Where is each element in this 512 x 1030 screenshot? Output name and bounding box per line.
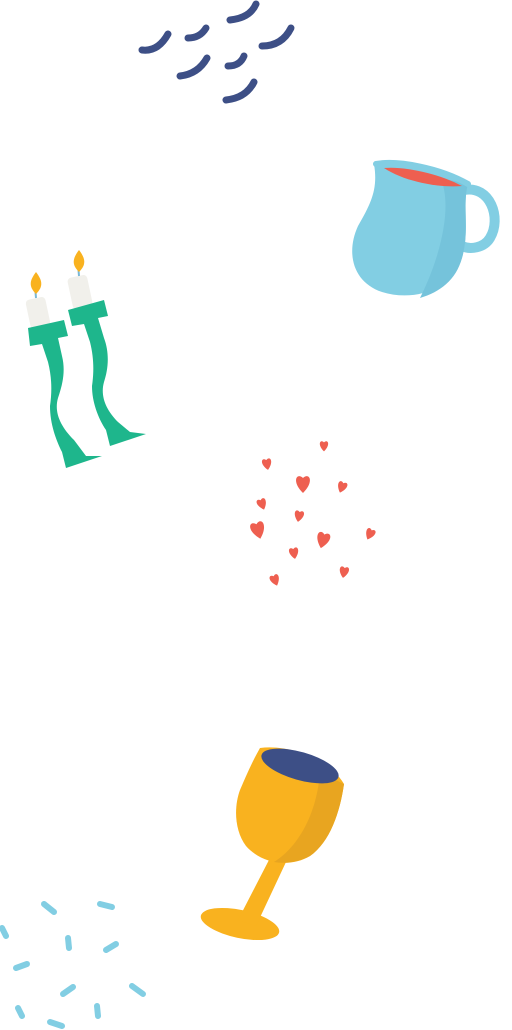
candlestick-left — [25, 272, 102, 468]
confetti-piece — [224, 52, 248, 70]
heart — [269, 574, 279, 586]
confetti-piece — [138, 30, 172, 54]
sprinkle — [13, 961, 30, 971]
confetti-piece — [258, 24, 295, 50]
heart — [366, 528, 376, 540]
pitcher-icon — [352, 160, 500, 298]
heart — [339, 566, 350, 578]
heart — [288, 547, 299, 559]
sprinkle — [47, 1019, 65, 1029]
confetti-piece — [184, 24, 210, 42]
heart — [256, 498, 266, 510]
confetti-piece — [226, 0, 260, 24]
sprinkle — [60, 984, 76, 997]
sprinkle — [103, 941, 119, 953]
heart — [319, 441, 329, 452]
heart — [338, 481, 348, 493]
sprinkle — [97, 901, 115, 910]
heart — [250, 521, 264, 539]
heart — [294, 510, 305, 522]
candlesticks-icon — [25, 250, 146, 468]
heart — [296, 476, 310, 493]
confetti-icon — [138, 0, 295, 104]
sprinkle — [15, 1005, 25, 1019]
confetti-piece — [222, 78, 258, 104]
sprinkle — [94, 1003, 101, 1019]
goblet-icon — [200, 747, 344, 941]
candlestick-right — [67, 250, 146, 446]
confetti-piece — [176, 54, 211, 80]
sprinkles-icon — [0, 901, 146, 1029]
heart — [317, 531, 331, 549]
heart — [261, 458, 272, 470]
sprinkle — [41, 901, 57, 915]
sprinkle — [129, 983, 146, 997]
hearts-icon — [250, 441, 376, 586]
sprinkle — [0, 925, 9, 939]
sprinkle — [65, 935, 72, 951]
